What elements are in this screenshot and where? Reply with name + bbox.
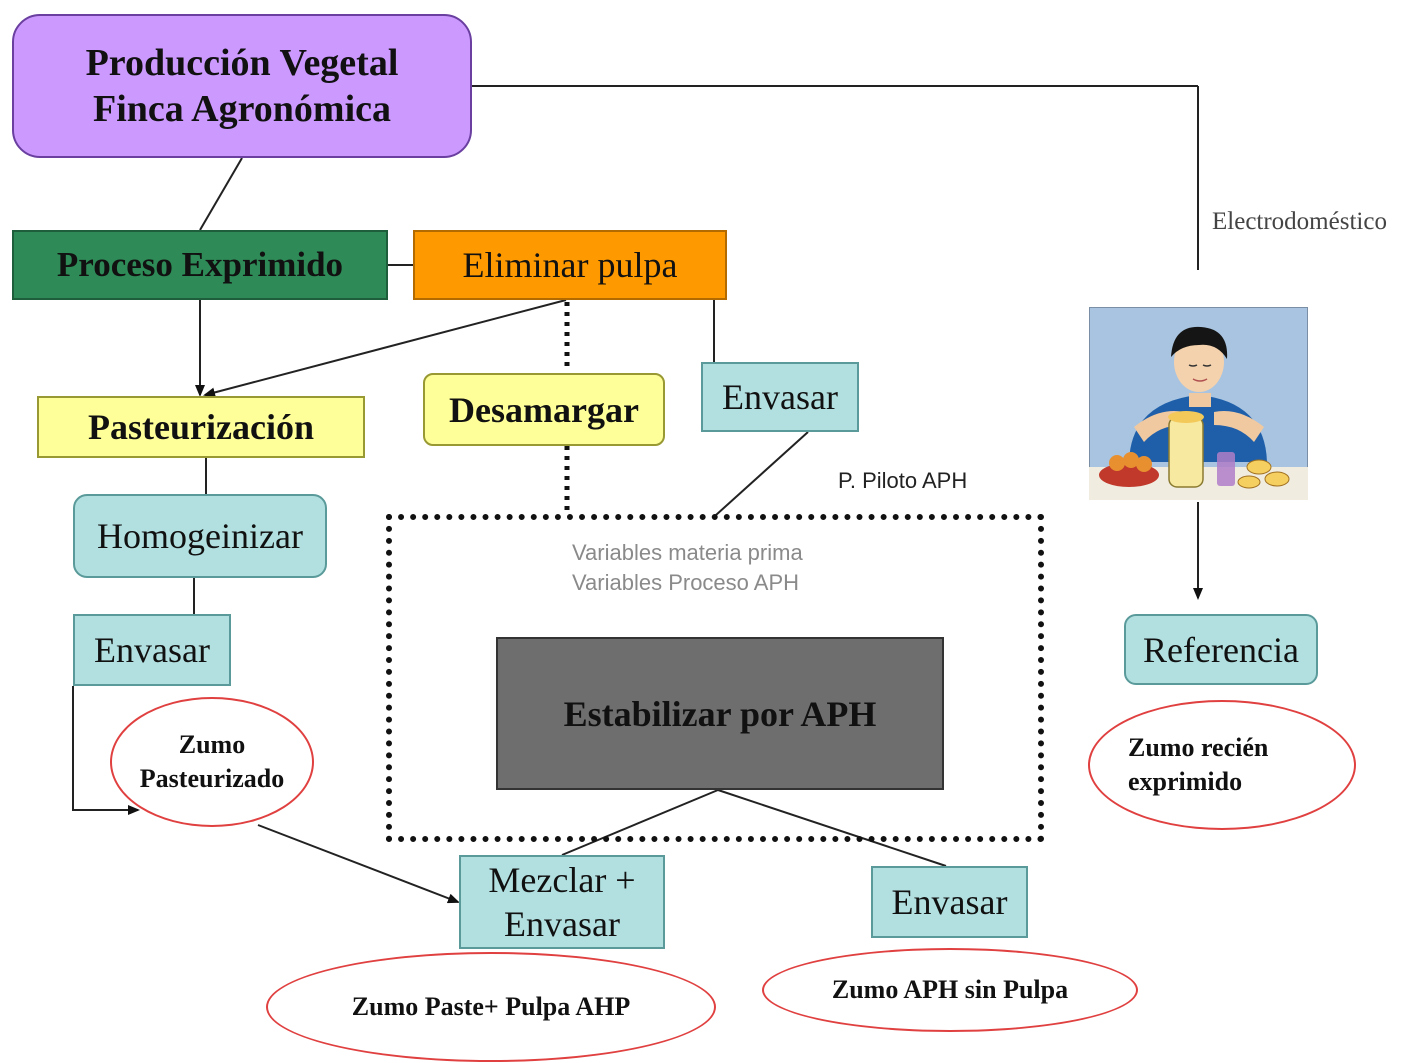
node-mezclar-envasar: Mezclar + Envasar: [459, 855, 665, 949]
node-proceso-exprimido: Proceso Exprimido: [12, 230, 388, 300]
product-zumo-recien-exprimido: Zumo recién exprimido: [1088, 700, 1356, 830]
node-envasar-left: Envasar: [73, 614, 231, 686]
line-estabilizar-mezclar: [561, 789, 719, 856]
line-produccion-proceso: [199, 157, 243, 231]
aph-pilot-region: [386, 514, 1044, 842]
node-envasar-top: Envasar: [701, 362, 859, 432]
label-electrodomestico: Electrodoméstico: [1212, 208, 1387, 235]
node-referencia: Referencia: [1124, 614, 1318, 685]
product-zumo-pasteurizado: Zumo Pasteurizado: [110, 697, 314, 827]
node-homogeinizar: Homogeinizar: [73, 494, 327, 578]
line-eliminar-pasteurizacion: [203, 299, 567, 398]
label-piloto-aph: P. Piloto APH: [838, 468, 968, 493]
product-zumo-aph-sin-pulpa: Zumo APH sin Pulpa: [762, 948, 1138, 1032]
line-zumo-mezclar: [257, 824, 460, 904]
node-envasar-bottom: Envasar: [871, 866, 1028, 938]
node-eliminar-pulpa: Eliminar pulpa: [413, 230, 727, 300]
person-using-juicer-icon: [1089, 307, 1308, 500]
node-pasteurizacion: Pasteurización: [37, 396, 365, 458]
line-envasar-zumo: [72, 686, 140, 815]
label-variables: Variables materia prima Variables Proces…: [572, 540, 803, 595]
line-estabilizar-envasar: [717, 789, 947, 867]
line-envasar-aph: [715, 431, 809, 516]
node-desamargar: Desamargar: [423, 373, 665, 446]
node-estabilizar-aph: Estabilizar por APH: [496, 637, 944, 790]
product-zumo-paste-pulpa: Zumo Paste+ Pulpa AHP: [266, 952, 716, 1062]
node-produccion-vegetal: Producción Vegetal Finca Agronómica: [12, 14, 472, 158]
